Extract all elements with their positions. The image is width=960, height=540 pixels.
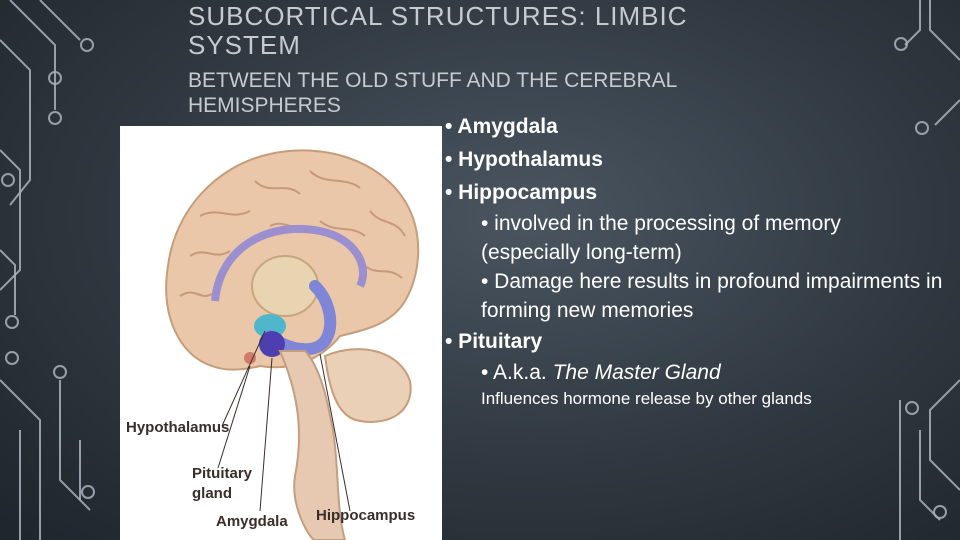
label-hypothalamus: Hypothalamus [126, 419, 229, 436]
corpus-callosum [211, 224, 368, 302]
hypothalamus-shape [254, 314, 286, 338]
slide-subtitle: BETWEEN THE OLD STUFF AND THE CEREBRAL H… [188, 69, 677, 117]
thalamus-shape [251, 255, 319, 317]
slide-title: SUBCORTICAL STRUCTURES: LIMBIC SYSTEM [188, 1, 688, 60]
bullet-pituitary-detail-2: Influences hormone release by other glan… [481, 389, 812, 408]
bullet-hippocampus-detail-2: • Damage here results in profound impair… [481, 270, 943, 322]
pituitary-aka-name: The Master Gland [552, 361, 721, 384]
hippocampus-shape [264, 280, 337, 356]
bullet-hypothalamus: • Hypothalamus [445, 148, 603, 171]
bullet-pituitary: • Pituitary [445, 330, 543, 353]
brain-illustration: Hypothalamus Pituitary gland Amygdala Hi… [126, 149, 420, 540]
bullet-hippocampus-detail-1: • involved in the processing of memory (… [481, 212, 841, 264]
brainstem-shape [278, 350, 347, 540]
bullet-hippocampus: • Hippocampus [445, 181, 598, 204]
cerebellum-shape [323, 348, 412, 423]
label-hippocampus: Hippocampus [316, 507, 415, 524]
pituitary-shape [244, 352, 256, 364]
amygdala-shape [259, 331, 285, 357]
label-pituitary-line2: gland [192, 485, 232, 502]
label-pituitary-line1: Pituitary [192, 465, 253, 482]
brain-figure: Hypothalamus Pituitary gland Amygdala Hi… [120, 126, 442, 540]
label-amygdala: Amygdala [216, 513, 288, 530]
pituitary-aka-prefix: • A.k.a. [481, 361, 553, 384]
leader-lines [217, 330, 351, 512]
bullet-list: • Amygdala • Hypothalamus • Hippocampus … [445, 110, 945, 411]
bullet-amygdala: • Amygdala [445, 115, 558, 138]
bullet-pituitary-detail-1: • A.k.a. The Master Gland [481, 358, 945, 387]
